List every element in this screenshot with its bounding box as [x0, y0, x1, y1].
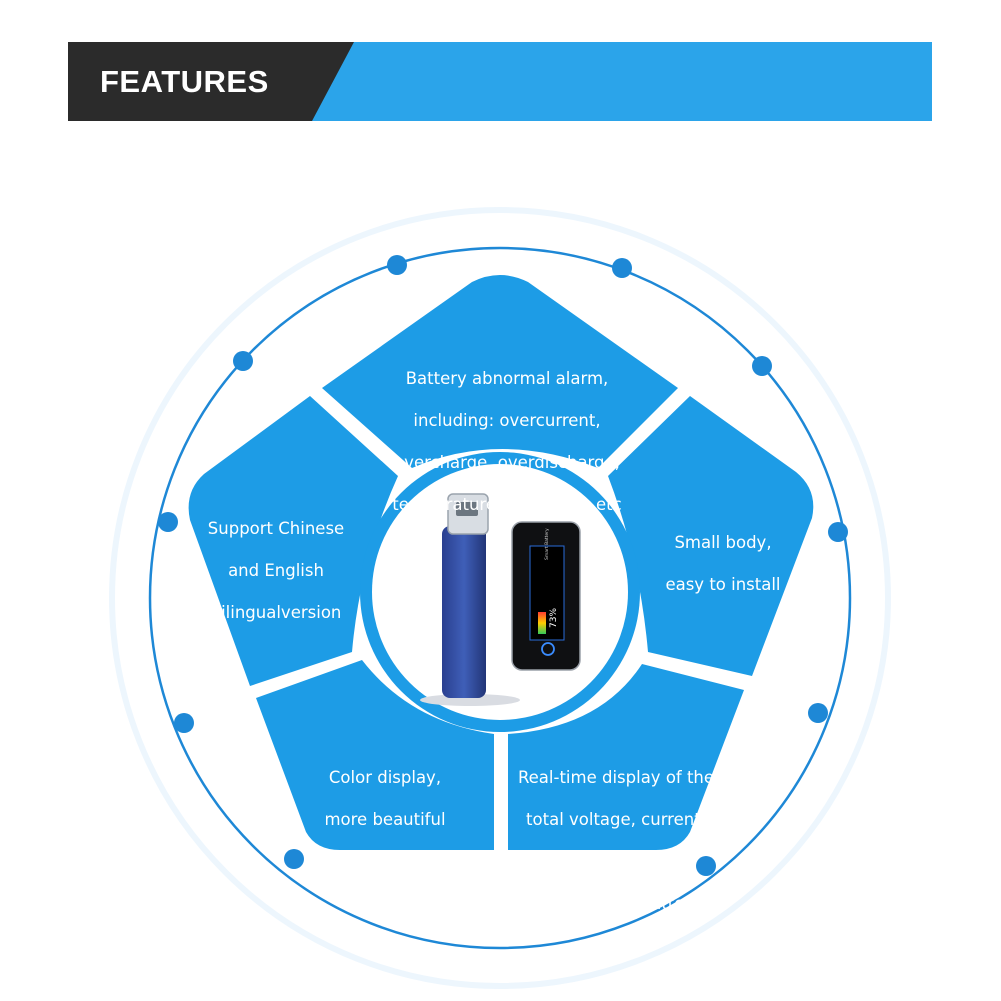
page-title: FEATURES — [100, 64, 269, 99]
feature-color-display: Color display, more beautiful and eye-ca… — [290, 746, 480, 893]
feature-line: Support Chinese — [207, 519, 345, 538]
feature-line: temperature, — [561, 852, 671, 871]
ring-dots — [158, 255, 848, 876]
segment-bottom-left — [256, 660, 494, 850]
screen-value: 73% — [549, 608, 559, 628]
segment-bottom-right — [508, 664, 744, 850]
ring-dot — [233, 351, 253, 371]
feature-line: Battery abnormal alarm, — [405, 369, 609, 388]
ring-dot — [752, 356, 772, 376]
feature-line: and eye-catching — [313, 852, 457, 871]
ring-dot — [387, 255, 407, 275]
battery-level-bar — [538, 612, 546, 634]
power-button-icon — [541, 642, 555, 656]
feature-line: overcharge, overdischarge, — [394, 453, 620, 472]
device-body — [442, 526, 486, 698]
ring-dot — [174, 713, 194, 733]
feature-line: total voltage, current, — [526, 810, 706, 829]
feature-line: and English — [228, 561, 324, 580]
feature-line: Color display, — [328, 768, 442, 787]
feature-line: more beautiful — [324, 810, 446, 829]
feature-line: Real-time display of the — [517, 768, 715, 787]
feature-line: including: overcurrent, — [413, 411, 601, 430]
ring-dot — [696, 856, 716, 876]
feature-alarm: Battery abnormal alarm, including: overc… — [362, 347, 652, 536]
feature-realtime: Real-time display of the total voltage, … — [508, 746, 724, 935]
feature-line: power of the battery — [531, 894, 701, 913]
feature-line: bilingualversion — [210, 603, 342, 622]
ring-dot — [612, 258, 632, 278]
ring-dot — [808, 703, 828, 723]
ring-dot — [158, 512, 178, 532]
feature-line: Small body, — [674, 533, 772, 552]
feature-bilingual: Support Chinese and English bilingualver… — [196, 497, 356, 644]
ring-dot — [828, 522, 848, 542]
feature-line: easy to install — [665, 575, 781, 594]
segment-top — [322, 275, 678, 468]
feature-line: temperature protection, etc — [392, 495, 622, 514]
feature-small-body: Small body, easy to install — [648, 511, 798, 616]
ring-dot — [284, 849, 304, 869]
segment-left — [188, 396, 398, 686]
device-brand: Smart Battery — [544, 528, 550, 560]
pentagon — [188, 275, 814, 850]
display-screen — [529, 545, 565, 641]
segment-right — [608, 396, 814, 676]
product-image: 73% Smart Battery — [420, 493, 581, 706]
outer-ring — [148, 246, 852, 950]
outer-glow-ring — [109, 207, 891, 989]
header-title-block: FEATURES — [68, 42, 354, 121]
